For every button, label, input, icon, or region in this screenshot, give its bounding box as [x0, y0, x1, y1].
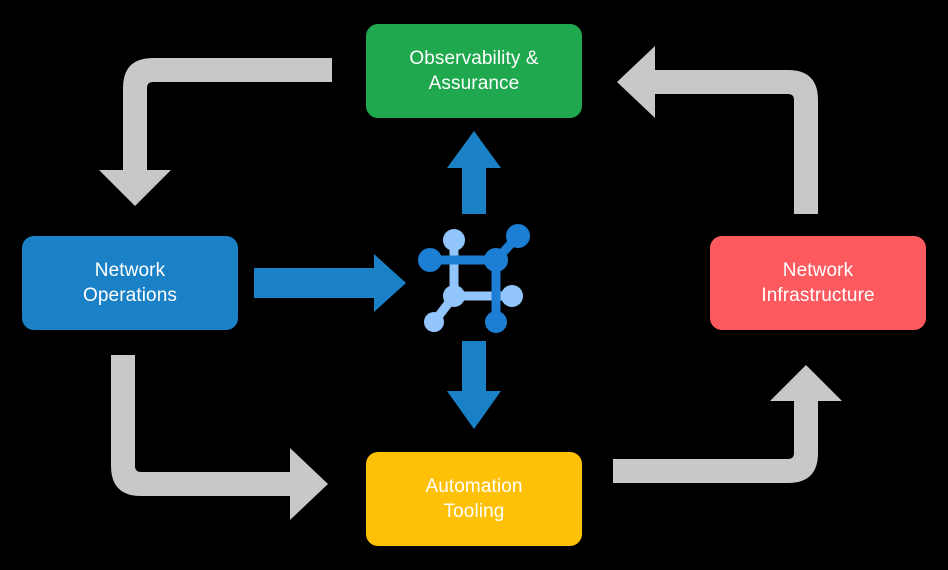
node-network-infrastructure-label: Network Infrastructure [761, 259, 875, 306]
network-icon-nodes-secondary [424, 229, 523, 332]
connector-observability-to-network-operations [99, 58, 332, 206]
connector-network-infrastructure-to-observability [617, 46, 818, 214]
network-icon-nodes-primary [418, 224, 530, 333]
connector-network-operations-to-center [254, 254, 406, 312]
node-observability-assurance[interactable]: Observability & Assurance [366, 24, 582, 118]
node-network-operations[interactable]: Network Operations [22, 236, 238, 330]
network-topology-icon [418, 218, 536, 336]
connector-center-to-automation-tooling [447, 341, 501, 429]
node-network-infrastructure[interactable]: Network Infrastructure [710, 236, 926, 330]
connector-center-to-observability [447, 131, 501, 214]
node-network-operations-label: Network Operations [83, 259, 177, 306]
node-automation-tooling[interactable]: Automation Tooling [366, 452, 582, 546]
node-automation-tooling-label: Automation Tooling [425, 475, 523, 522]
connector-network-operations-to-automation-tooling [111, 355, 328, 520]
node-observability-assurance-label: Observability & Assurance [409, 47, 539, 94]
connector-automation-tooling-to-network-infrastructure [613, 365, 842, 483]
